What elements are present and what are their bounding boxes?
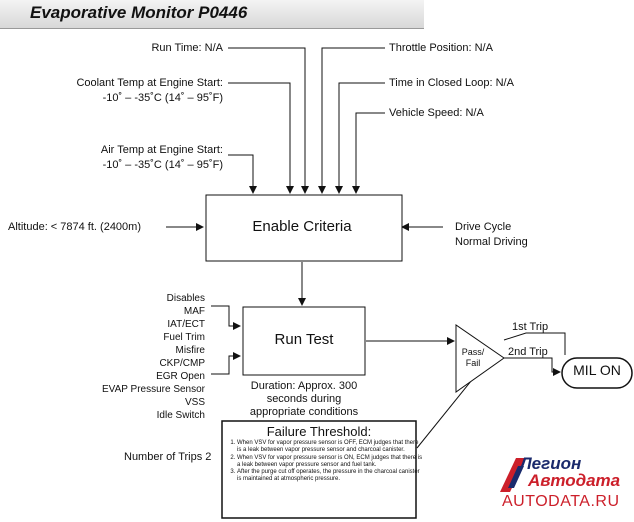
first-trip-label: 1st Trip bbox=[512, 321, 549, 333]
duration-line-2: seconds during bbox=[266, 393, 342, 405]
second-trip-label: 2nd Trip bbox=[508, 346, 548, 358]
run-test-label: Run Test bbox=[274, 331, 334, 348]
failure-threshold-list: When VSV for vapor pressure sensor is OF… bbox=[227, 440, 423, 484]
run-time-label: Run Time: N/A bbox=[151, 42, 223, 54]
duration-line-1: Duration: Approx. 300 bbox=[250, 380, 358, 392]
wire-disables-upper bbox=[211, 305, 241, 330]
pass-fail-line-2: Fail bbox=[465, 358, 481, 368]
page-title: Evaporative Monitor P0446 bbox=[30, 3, 248, 22]
wire-air-temp bbox=[228, 154, 257, 194]
wire-throttle bbox=[318, 47, 385, 194]
wire-run-time bbox=[228, 47, 309, 194]
wire-second-trip bbox=[504, 357, 561, 376]
wire-coolant bbox=[228, 82, 294, 194]
number-of-trips-label: Number of Trips 2 bbox=[124, 451, 212, 463]
wire-first-trip bbox=[503, 332, 566, 355]
logo-name-part-2: Автодата bbox=[528, 471, 621, 490]
disables-item: EVAP Pressure Sensor bbox=[101, 384, 205, 395]
wire-vehicle-speed bbox=[352, 112, 385, 194]
pass-fail-label: Pass/ Fail bbox=[452, 347, 494, 369]
air-temp-value: -10˚ – -35˚C (14˚ – 95˚F) bbox=[102, 159, 223, 171]
duration-line-3: appropriate conditions bbox=[249, 406, 359, 418]
disables-item: Idle Switch bbox=[156, 410, 205, 421]
altitude-label: Altitude: < 7874 ft. (2400m) bbox=[8, 221, 141, 233]
disables-item: EGR Open bbox=[156, 371, 205, 382]
coolant-temp-value: -10˚ – -35˚C (14˚ – 95˚F) bbox=[102, 92, 223, 104]
air-temp-label: Air Temp at Engine Start: bbox=[100, 144, 223, 156]
vehicle-speed-label: Vehicle Speed: N/A bbox=[389, 107, 484, 119]
disables-item: MAF bbox=[183, 306, 205, 317]
disables-item: Misfire bbox=[175, 345, 205, 356]
wire-closed-loop bbox=[335, 82, 385, 194]
disables-item: CKP/CMP bbox=[159, 358, 205, 369]
failure-threshold-item: When VSV for vapor pressure sensor is OF… bbox=[237, 440, 423, 454]
title-bar: Evaporative Monitor P0446 bbox=[0, 0, 424, 29]
pass-fail-line-1: Pass/ bbox=[461, 347, 485, 357]
closed-loop-label: Time in Closed Loop: N/A bbox=[389, 77, 514, 89]
drive-cycle-mode: Normal Driving bbox=[455, 236, 528, 248]
run-test-block bbox=[242, 306, 366, 376]
disables-header: Disables bbox=[166, 293, 205, 304]
disables-item: VSS bbox=[184, 397, 205, 408]
logo-name-part-1: Легион bbox=[520, 454, 582, 473]
failure-threshold-item: When VSV for vapor pressure sensor is ON… bbox=[237, 455, 423, 469]
mil-on-label: MIL ON bbox=[573, 362, 621, 378]
failure-threshold-title: Failure Threshold: bbox=[266, 424, 372, 439]
mil-on-lamp bbox=[561, 357, 633, 389]
logo-url: AUTODATA.RU bbox=[502, 493, 620, 510]
failure-threshold-item: After the purge cut off operates, the pr… bbox=[237, 469, 423, 483]
enable-criteria-block bbox=[205, 194, 403, 262]
wire-disables-lower bbox=[211, 352, 241, 375]
logo-mark-icon bbox=[500, 458, 526, 492]
throttle-position-label: Throttle Position: N/A bbox=[389, 42, 493, 54]
pass-fail-comparator bbox=[455, 324, 505, 393]
drive-cycle-label: Drive Cycle bbox=[455, 221, 512, 233]
disables-item: Fuel Trim bbox=[163, 332, 205, 343]
failure-threshold-box bbox=[221, 420, 417, 519]
enable-criteria-label: Enable Criteria bbox=[252, 218, 352, 235]
legion-autodata-logo: Легион Автодата AUTODATA.RU bbox=[500, 454, 630, 516]
disables-item: IAT/ECT bbox=[167, 319, 205, 330]
coolant-temp-label: Coolant Temp at Engine Start: bbox=[76, 77, 223, 89]
